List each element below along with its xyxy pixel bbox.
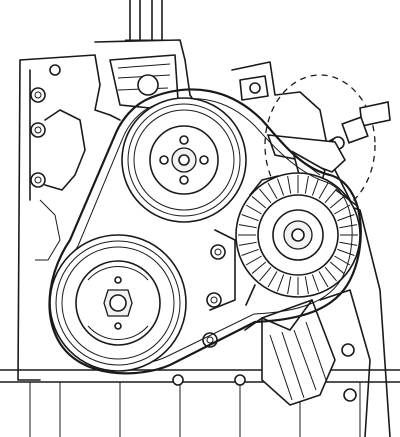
alternator-fin: [324, 266, 337, 282]
alternator-fin: [241, 214, 259, 222]
alternator-fin: [238, 224, 257, 229]
alternator-fin: [337, 214, 355, 222]
alternator-fin: [318, 271, 329, 288]
alternator-fin: [324, 188, 337, 204]
alternator-fin: [329, 196, 345, 209]
water-pump-pulley-icon: [121, 97, 247, 223]
alternator-fin: [304, 175, 309, 194]
drive-belt-outer: [48, 88, 362, 375]
alternator-fin: [334, 204, 351, 215]
alternator-fin: [245, 204, 262, 215]
alternator-fin: [311, 178, 319, 196]
detail-callout-outline: [264, 74, 376, 216]
alternator-fin: [339, 224, 358, 229]
alternator-fin: [311, 274, 319, 292]
alternator-fin: [238, 241, 257, 246]
alternator-fin: [267, 271, 278, 288]
alternator-fin: [337, 248, 355, 256]
alternator-fin: [251, 261, 267, 274]
alternator-fin: [277, 178, 285, 196]
alternator-fin: [241, 248, 259, 256]
engine-block-icon: [0, 39, 400, 437]
alternator-fin: [329, 261, 345, 274]
coolant-pipes-icon: [125, 0, 168, 41]
alternator-fin: [339, 241, 358, 246]
alternator-fin: [251, 196, 267, 209]
alternator-fin: [304, 276, 309, 295]
alternator-fin: [259, 188, 272, 204]
alternator-fin: [245, 255, 262, 266]
alternator-fin: [318, 182, 329, 199]
alternator-fin: [259, 266, 272, 282]
alternator-fin: [277, 274, 285, 292]
alternator-fin: [267, 182, 278, 199]
alternator-icon: [235, 172, 361, 306]
alternator-fin: [287, 175, 292, 194]
crankshaft-pulley-icon: [49, 234, 187, 372]
alternator-fin: [287, 276, 292, 295]
oil-filter-icon: [244, 298, 336, 406]
